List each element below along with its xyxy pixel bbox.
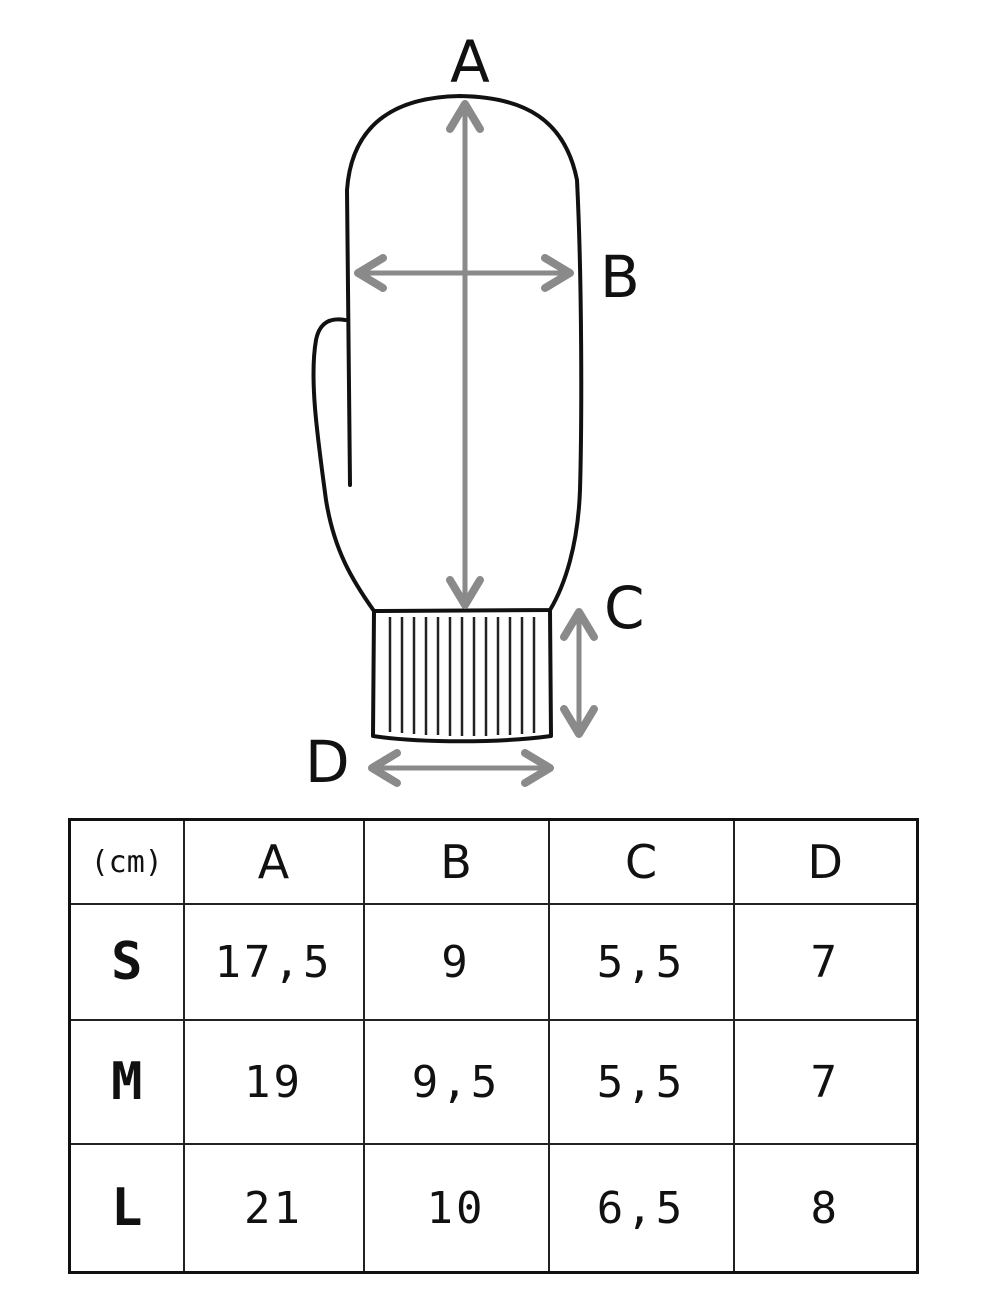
- column-header-a: A: [182, 818, 365, 905]
- size-label: S: [68, 903, 185, 1021]
- table-row: S 17,5 9 5,5 7: [68, 903, 919, 1021]
- table-cell: 9,5: [362, 1019, 550, 1145]
- label-b: B: [600, 243, 640, 311]
- label-c: C: [604, 574, 645, 642]
- measure-arrows: [354, 100, 598, 787]
- label-a: A: [450, 28, 490, 96]
- table-cell: 9: [362, 903, 550, 1021]
- table-cell: 5,5: [547, 903, 735, 1021]
- table-cell: 7: [732, 1019, 919, 1145]
- table-cell: 7: [732, 903, 919, 1021]
- size-label: L: [68, 1143, 185, 1274]
- table-cell: 5,5: [547, 1019, 735, 1145]
- table-cell: 17,5: [182, 903, 365, 1021]
- table-row: M 19 9,5 5,5 7: [68, 1019, 919, 1145]
- label-d: D: [305, 728, 350, 796]
- table-cell: 21: [182, 1143, 365, 1274]
- column-header-c: C: [547, 818, 735, 905]
- table-cell: 6,5: [547, 1143, 735, 1274]
- cuff-ribbing: [388, 617, 536, 736]
- table-cell: 19: [182, 1019, 365, 1145]
- table-row: L 21 10 6,5 8: [68, 1143, 919, 1274]
- unit-header: (cm): [68, 818, 185, 905]
- size-table: (cm) A B C D S 17,5 9 5,5 7 M 19 9,5 5,5…: [68, 818, 919, 1274]
- mitten-outline: [311, 94, 584, 744]
- size-label: M: [68, 1019, 185, 1145]
- column-header-d: D: [732, 818, 919, 905]
- table-header-row: (cm) A B C D: [68, 818, 919, 905]
- mitten-diagram: A B C D: [305, 28, 645, 796]
- column-header-b: B: [362, 818, 550, 905]
- table-cell: 8: [732, 1143, 919, 1274]
- table-cell: 10: [362, 1143, 550, 1274]
